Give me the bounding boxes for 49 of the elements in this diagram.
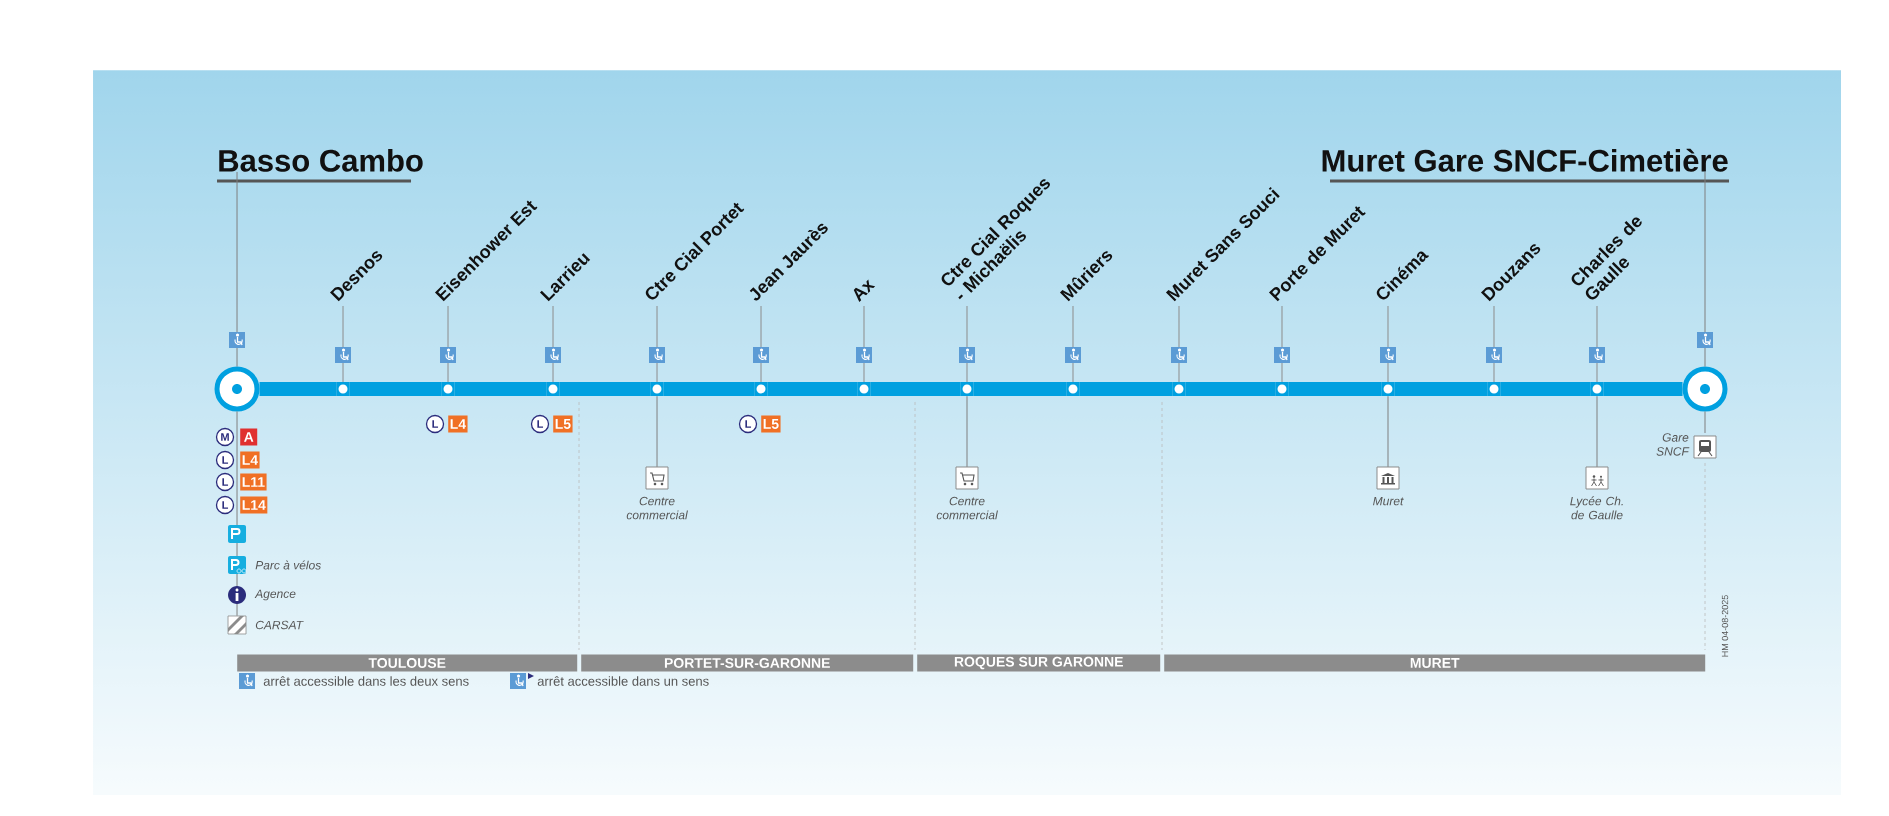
leader-line [236,411,238,617]
line-segment [454,382,547,396]
place-label: Centre commercial [626,496,688,520]
line-segment [1079,382,1173,396]
line-badge: A [240,428,258,446]
line-segment [767,382,858,396]
leader-line [1704,411,1706,434]
legend-text: arrêt accessible dans les deux sens [263,676,469,686]
place-label: Centre commercial [936,496,998,520]
place-label: Muret [1373,496,1404,506]
commune-bar: MURET [1164,654,1706,672]
commune-bar: PORTET-SUR-GARONNE [581,654,914,672]
line-segment [1500,382,1591,396]
line-badge: L4 [448,415,468,433]
leader-line [1596,395,1598,468]
line-segment [1288,382,1382,396]
terminus-heading: Muret Gare SNCF-Cimetière [1322,148,1728,172]
terminus-heading: Basso Cambo [219,149,423,172]
commune-bar: ROQUES SUR GARONNE [917,654,1161,672]
service-label: CARSAT [255,620,304,630]
leader-line [236,171,238,367]
line-badge: L4 [240,451,260,469]
line-segment [1394,382,1488,396]
line-badge: L11 [240,473,267,491]
line-badge: L5 [553,415,573,433]
line-badge: L14 [240,496,268,514]
line-segment [349,382,442,396]
line-segment [259,382,337,396]
leader-line [656,395,658,468]
line-segment [1185,382,1276,396]
service-label: Parc à vélos [255,560,321,570]
place-label: Gare SNCF [1656,433,1690,456]
line-segment [559,382,651,396]
line-segment [1603,382,1683,396]
line-segment [870,382,961,396]
date-code: HM 04-08-2025 [1721,595,1729,657]
leader-line [966,395,968,468]
terminus-stop [214,366,260,412]
service-label: Agence [254,589,296,601]
line-segment [663,382,755,396]
line-segment [973,382,1067,396]
terminus-stop [1682,366,1728,412]
line-badge: L5 [761,415,781,433]
leader-line [1387,395,1389,468]
legend-text: arrêt accessible dans un sens [537,676,709,686]
leader-line [1704,171,1706,367]
station-name: Ax [853,279,876,302]
commune-bar: TOULOUSE [237,654,578,672]
place-label: Lycée Ch. de Gaulle [1570,496,1623,520]
